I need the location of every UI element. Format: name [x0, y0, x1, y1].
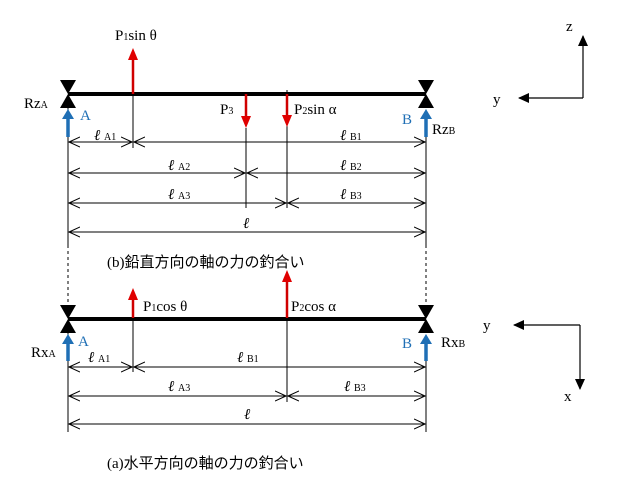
vertical-diagram: P1sin θ P3 P2sin α RzA RzB A B ℓ A1 ℓ B1…: [24, 19, 588, 305]
label-point-a: A: [80, 108, 91, 124]
label-p3: P3: [220, 102, 233, 118]
reaction-arrow-a2: [62, 334, 74, 361]
label-rx-a: RxA: [31, 345, 57, 361]
support-a2: [60, 305, 76, 333]
dim-label-l: ℓ: [243, 216, 249, 232]
label-rz-b: RzB: [432, 122, 456, 138]
dim-label-la3: ℓ A3: [168, 187, 190, 203]
support-a: [60, 80, 76, 108]
dim-label-la3-h: ℓ A3: [168, 379, 190, 395]
dim-label-l-h: ℓ: [244, 407, 250, 423]
axis-label-x: x: [564, 389, 572, 405]
axis-label-z: z: [566, 19, 573, 35]
label-p2-cos: P2cos α: [291, 299, 336, 315]
horizontal-diagram: P1cos θ P2cos α RxA RxB A B ℓ A1 ℓ B1 ℓ …: [31, 270, 585, 472]
axis-label-y-top: y: [493, 92, 501, 108]
dim-label-la1-h: ℓ A1: [88, 350, 110, 366]
dim-label-lb2: ℓ B2: [340, 158, 362, 174]
force-arrow-p2-cos: [282, 270, 292, 318]
label-p2-sin: P2sin α: [294, 102, 337, 118]
support-b: [418, 80, 434, 108]
dim-label-lb1-h: ℓ B1: [237, 350, 259, 366]
caption-horizontal: (a)水平方向の軸の力の釣合い: [107, 455, 304, 472]
caption-vertical: (b)鉛直方向の軸の力の釣合い: [107, 254, 305, 271]
force-arrow-p2-sin: [282, 94, 292, 127]
force-arrow-p1-cos: [128, 288, 138, 318]
dim-label-lb1: ℓ B1: [340, 128, 362, 144]
reaction-arrow-b2: [420, 334, 432, 361]
label-p1-cos: P1cos θ: [143, 299, 187, 315]
axis-indicator-zy: [518, 35, 588, 103]
label-point-b: B: [402, 112, 412, 128]
reaction-arrow-b: [420, 109, 432, 137]
dim-label-la2: ℓ A2: [168, 158, 190, 174]
dim-label-lb3: ℓ B3: [340, 187, 362, 203]
label-point-b2: B: [402, 336, 412, 352]
label-p1-sin: P1sin θ: [115, 28, 157, 44]
label-rz-a: RzA: [24, 96, 49, 112]
axis-label-y-bottom: y: [483, 318, 491, 334]
dim-label-la1: ℓ A1: [94, 128, 116, 144]
reaction-arrow-a: [62, 109, 74, 137]
support-b2: [418, 305, 434, 333]
label-point-a2: A: [78, 334, 89, 350]
force-arrow-p3: [241, 94, 251, 128]
dim-label-lb3-h: ℓ B3: [344, 379, 366, 395]
label-rx-b: RxB: [441, 335, 466, 351]
axis-indicator-yx: [513, 320, 585, 390]
force-arrow-p1-sin: [128, 48, 138, 94]
